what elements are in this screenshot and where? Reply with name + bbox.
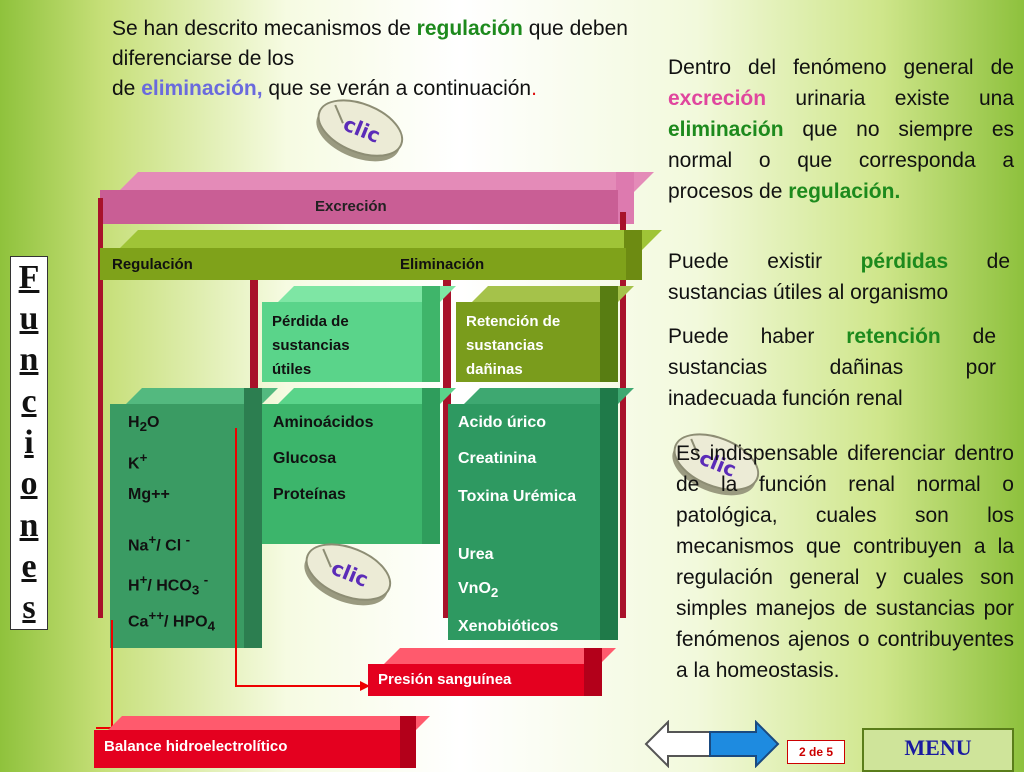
paragraph-excrecion: Dentro del fenómeno general de excreción… <box>668 52 1014 207</box>
mouse-clic-icon[interactable]: clic <box>312 90 408 168</box>
presion-box: Presión sanguínea <box>368 664 584 696</box>
col2-item: Proteínas <box>273 486 346 503</box>
p2-text: Puede existir <box>668 250 861 273</box>
excrecion-label: Excreción <box>315 198 387 215</box>
header-line2: de <box>112 77 142 100</box>
col2-box <box>262 404 422 544</box>
p3-text: de sustancias dañinas por inadecuada fun… <box>668 325 996 410</box>
presion-box-top <box>384 648 616 664</box>
col3-box <box>448 404 600 640</box>
retencion-box-side <box>600 286 618 382</box>
keyword-retencion: retención <box>846 325 941 348</box>
menu-button[interactable]: MENU <box>862 728 1014 772</box>
col3-item: Creatinina <box>458 450 537 467</box>
col3-item-vno2: VnO2 <box>458 580 499 601</box>
keyword-regulacion: regulación. <box>788 180 901 203</box>
vertical-title-funciones: F u n c i o n e s <box>10 256 48 630</box>
keyword-regulacion: regulación <box>416 17 523 40</box>
vbar-mid2 <box>443 280 451 618</box>
paragraph-perdidas: Puede existir pérdidas de sustancias úti… <box>668 246 1010 308</box>
p1-text: Dentro del fenómeno general de <box>668 56 1014 79</box>
vtitle-letter: n <box>19 506 39 544</box>
page-indicator: 2 de 5 <box>787 740 845 764</box>
balance-box-top <box>108 716 430 730</box>
vbar-left <box>98 198 103 618</box>
p1-text: urinaria existe una <box>766 87 1014 110</box>
header-line1-tail: que deben diferenciarse de los <box>112 17 628 70</box>
retencion-box: Retención de sustancias dañinas <box>456 302 600 382</box>
paragraph-retencion: Puede haber retención de sustancias dañi… <box>668 321 996 414</box>
vtitle-letter: n <box>19 341 39 379</box>
header-line1: Se han descrito mecanismos de <box>112 17 417 40</box>
vtitle-letter: c <box>21 382 37 420</box>
retencion-line: dañinas <box>466 361 523 378</box>
excrecion-bar-side <box>616 172 634 224</box>
presion-label: Presión sanguínea <box>378 671 512 688</box>
col1-item-k: K+ <box>128 450 148 473</box>
regulacion-bar-side <box>624 230 642 280</box>
perdida-box: Pérdida de sustancias útiles <box>262 302 422 382</box>
col1-item-hco3: H+/ HCO3 - <box>128 572 209 598</box>
balance-label: Balance hidroelectrolítico <box>104 738 288 755</box>
p2-text: de sustancias útiles al organismo <box>668 250 1010 304</box>
keyword-eliminacion: eliminación <box>668 118 784 141</box>
col2-box-side <box>422 388 440 544</box>
vtitle-letter: u <box>19 299 39 337</box>
vbar-right <box>620 212 626 618</box>
retencion-line: sustancias <box>466 337 544 354</box>
col3-item: Xenobióticos <box>458 618 559 635</box>
col1-item-hpo4: Ca++/ HPO4 <box>128 608 216 634</box>
vtitle-letter: s <box>22 589 36 627</box>
balance-box: Balance hidroelectrolítico <box>94 730 400 768</box>
perdida-box-side <box>422 286 440 382</box>
col1-item-nacl: Na+/ Cl - <box>128 532 191 555</box>
keyword-excrecion: excreción <box>668 87 767 110</box>
keyword-perdidas: pérdidas <box>860 250 949 273</box>
retencion-line: Retención de <box>466 313 561 330</box>
header-dot: . <box>531 77 537 100</box>
vtitle-letter: o <box>20 465 38 503</box>
col3-item: Toxina Urémica <box>458 488 576 505</box>
perdida-line: útiles <box>272 361 312 378</box>
balance-box-side <box>400 716 416 768</box>
col3-item: Urea <box>458 546 494 563</box>
mouse-clic-icon[interactable]: clic <box>668 424 764 502</box>
presion-box-side <box>584 648 602 696</box>
regulacion-eliminacion-bar: Regulación Eliminación <box>100 248 626 280</box>
header-line2-tail: que se verán a continuación <box>262 77 532 100</box>
paragraph-indispensable: Es indispensable diferenciar dentro de l… <box>676 442 1014 682</box>
mouse-clic-icon[interactable]: clic <box>300 534 396 612</box>
excrecion-bar: Excreción <box>100 190 618 224</box>
perdida-line: sustancias <box>272 337 350 354</box>
col1-item-h2o: H2O <box>128 414 160 435</box>
back-arrow-button[interactable] <box>644 720 714 768</box>
col1-box <box>110 404 244 648</box>
vtitle-letter: e <box>21 547 37 585</box>
col2-item: Aminoácidos <box>273 414 374 431</box>
p3-text: Puede haber <box>668 325 847 348</box>
col2-item: Glucosa <box>273 450 337 467</box>
eliminacion-label: Eliminación <box>400 256 485 273</box>
header-text: Se han descrito mecanismos de regulación… <box>112 14 652 104</box>
regulacion-label: Regulación <box>112 256 193 273</box>
col3-box-side <box>600 388 618 640</box>
perdida-line: Pérdida de <box>272 313 349 330</box>
p1-text: que no siempre es normal o que correspon… <box>668 118 1014 203</box>
col1-box-side <box>244 388 262 648</box>
col1-item-mg: Mg++ <box>128 486 170 503</box>
vtitle-letter: F <box>18 258 40 296</box>
col3-item: Acido úrico <box>458 414 547 431</box>
vtitle-letter: i <box>24 423 34 461</box>
keyword-eliminacion: eliminación, <box>141 77 263 100</box>
forward-arrow-button[interactable] <box>708 720 780 768</box>
